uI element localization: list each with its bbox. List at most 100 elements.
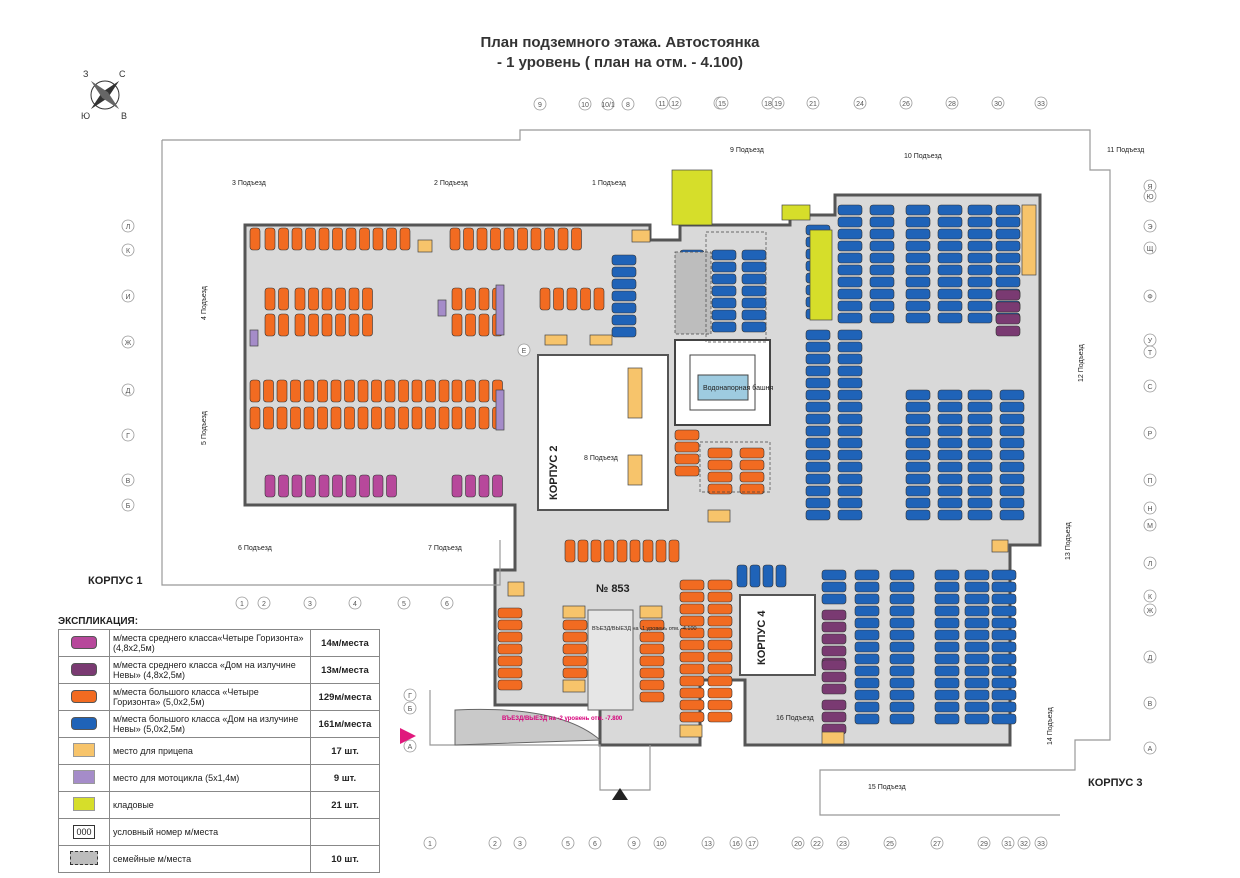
parking-space [937, 252, 963, 264]
parking-space [837, 276, 863, 288]
trailer-spot [631, 229, 651, 243]
axis-top-10-label: 21 [809, 101, 817, 108]
legend-label: условный номер м/места [109, 818, 311, 846]
parking-space [991, 653, 1017, 665]
axis-bottom-11-label: 9 [632, 841, 636, 848]
entrance-11: 11 Подъезд [1107, 147, 1144, 154]
parking-space [934, 593, 960, 605]
parking-space [967, 276, 993, 288]
parking-space [964, 569, 990, 581]
parking-space [991, 605, 1017, 617]
page-title-line2: - 1 уровень ( план на отм. - 4.100) [496, 54, 744, 71]
axis-bottom-22-label: 31 [1004, 841, 1012, 848]
parking-space [371, 406, 382, 430]
parking-space [854, 617, 880, 629]
axis-top-13-label: 28 [948, 101, 956, 108]
parking-space [967, 288, 993, 300]
parking-number: № 853 [596, 583, 630, 595]
parking-space [711, 309, 737, 321]
axis-left-10 [403, 701, 417, 715]
axis-bottom-16-label: 20 [794, 841, 802, 848]
parking-space [889, 677, 915, 689]
trailer-spot [589, 334, 613, 346]
parking-space [995, 289, 1021, 301]
axis-left-3 [121, 335, 135, 349]
legend-swatch-moto [73, 770, 95, 784]
axis-right-11-label: М [1147, 523, 1153, 530]
parking-space [438, 406, 450, 430]
parking-space [821, 633, 847, 645]
parking-space [497, 643, 523, 655]
parking-space [639, 619, 665, 631]
parking-space [905, 509, 931, 521]
parking-space [937, 497, 963, 509]
parking-space [905, 413, 931, 425]
parking-space [562, 631, 588, 643]
parking-space [999, 473, 1025, 485]
parking-space [821, 569, 847, 581]
parking-space [805, 353, 831, 365]
parking-space [995, 240, 1021, 252]
parking-space [967, 497, 993, 509]
trailer-spot [627, 454, 643, 486]
parking-space [318, 474, 330, 498]
axis-bottom-20 [930, 836, 944, 850]
parking-space [905, 204, 931, 216]
legend-label: м/места среднего класса «Дом на излучине… [109, 656, 311, 684]
parking-space [991, 713, 1017, 725]
parking-space [905, 228, 931, 240]
axis-bottom-23 [1017, 836, 1031, 850]
parking-space [463, 227, 474, 251]
axis-bottom-22 [1001, 836, 1015, 850]
trailer-spot [562, 605, 586, 619]
family-zone [699, 441, 771, 493]
axis-left-7-label: Б [126, 503, 131, 510]
parking-space [967, 204, 993, 216]
parking-space [869, 204, 895, 216]
legend-swatch-family [70, 851, 98, 865]
axis-bottom-12 [653, 836, 667, 850]
axis-right-7 [1143, 379, 1157, 393]
axis-left-11 [403, 739, 417, 753]
parking-space [291, 227, 303, 251]
parking-space [711, 261, 737, 273]
parking-space [564, 539, 576, 563]
parking-space [821, 593, 847, 605]
parking-space [611, 326, 637, 338]
axis-right-14 [1143, 603, 1157, 617]
axis-bottom-15-label: 17 [748, 841, 756, 848]
legend-swatch [58, 845, 110, 873]
parking-space [934, 689, 960, 701]
parking-space [590, 539, 602, 563]
parking-space [967, 449, 993, 461]
parking-space [321, 313, 333, 337]
korpus-1-label: КОРПУС 1 [88, 575, 142, 587]
axis-right-5-label: У [1148, 338, 1153, 345]
parking-space [837, 353, 863, 365]
parking-space [854, 713, 880, 725]
axis-right-16 [1143, 696, 1157, 710]
parking-space [335, 287, 346, 311]
legend-swatch [58, 791, 110, 819]
parking-space [837, 240, 863, 252]
parking-space [707, 459, 733, 471]
parking-space [854, 581, 880, 593]
parking-space [465, 379, 476, 403]
parking-space [249, 406, 261, 430]
parking-space [805, 437, 831, 449]
parking-space [934, 665, 960, 677]
axis-bottom-17 [810, 836, 824, 850]
parking-space [290, 406, 301, 430]
axis-right-13-label: К [1148, 594, 1153, 601]
parking-space [905, 473, 931, 485]
parking-space [639, 643, 665, 655]
parking-space [905, 485, 931, 497]
parking-space [805, 449, 831, 461]
parking-space [741, 297, 767, 309]
parking-space [263, 379, 274, 403]
parking-space [821, 699, 847, 711]
entrance-9: 9 Подъезд [730, 147, 764, 154]
axis-left-4-label: Д [126, 388, 131, 395]
legend-row: м/места среднего класса «Дом на излучине… [58, 656, 380, 684]
axis-right-15-label: Д [1148, 655, 1153, 662]
